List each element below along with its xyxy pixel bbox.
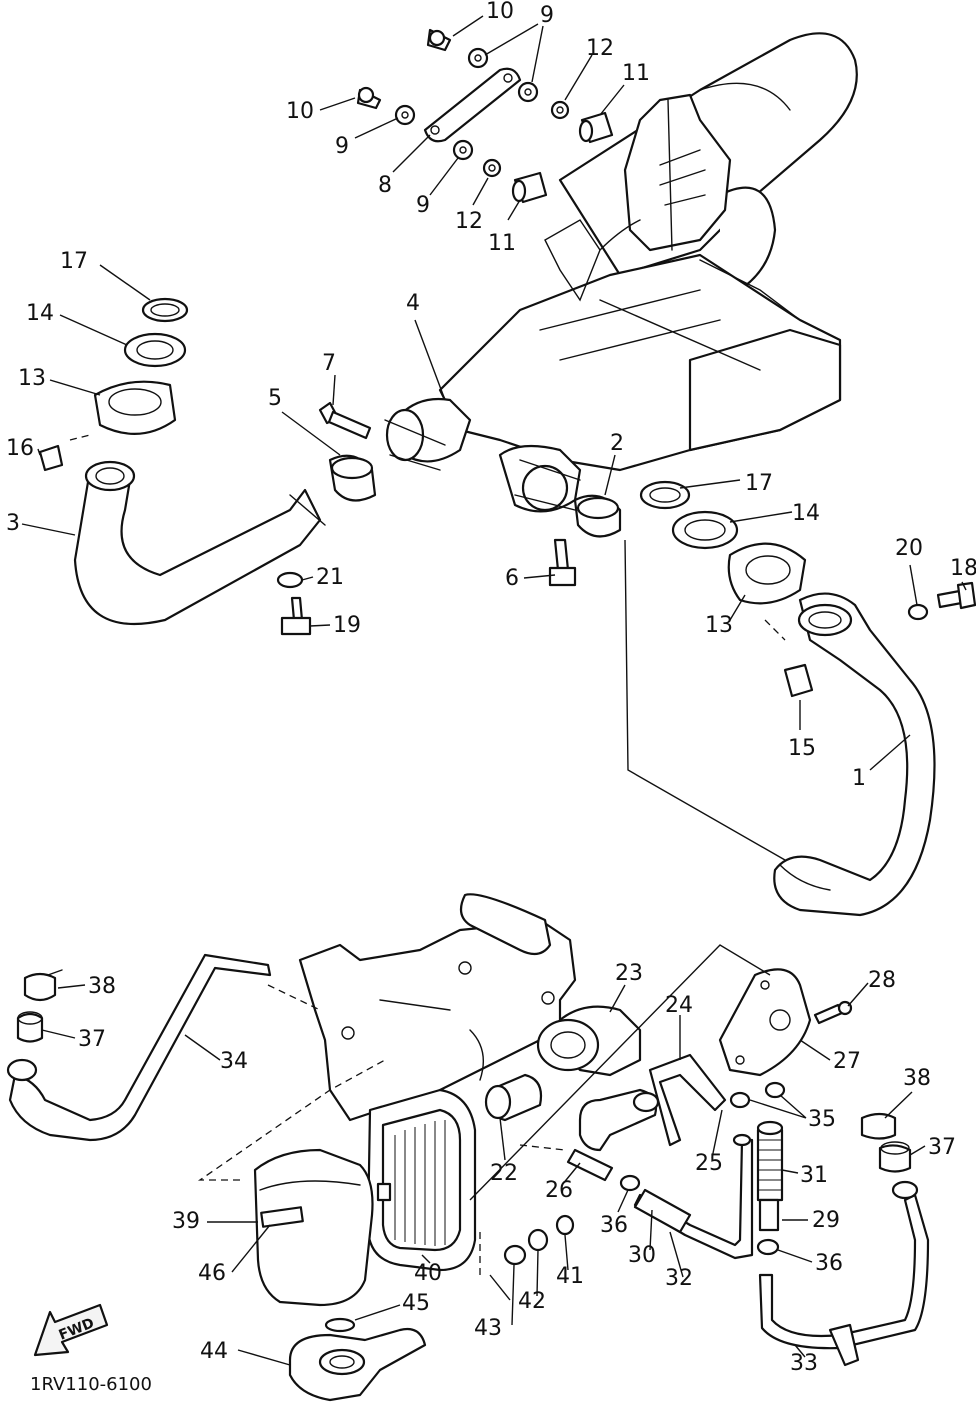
callout-46: 46: [198, 1261, 226, 1286]
callout-31: 31: [800, 1163, 828, 1188]
callout-13a: 13: [18, 366, 46, 391]
callout-6: 6: [505, 566, 519, 591]
callout-19: 19: [333, 613, 361, 638]
collar-37-right: [878, 1141, 912, 1173]
bolt-7: [318, 401, 372, 440]
hardware-upper: [356, 28, 614, 204]
callout-25: 25: [695, 1151, 723, 1176]
callout-17a: 17: [60, 249, 88, 274]
callout-7: 7: [322, 351, 336, 376]
grommets: [503, 1214, 575, 1266]
breather-pipe-left: [6, 953, 272, 1142]
sleeves: [328, 454, 622, 538]
callout-44: 44: [200, 1339, 228, 1364]
forward-arrow: FWD: [33, 1303, 109, 1357]
callout-36b: 36: [815, 1251, 843, 1276]
callout-32: 32: [665, 1266, 693, 1291]
callout-38a: 38: [88, 974, 116, 999]
callout-10a: 10: [486, 0, 514, 24]
callout-18: 18: [950, 556, 976, 581]
callout-1: 1: [852, 766, 866, 791]
callout-14b: 14: [792, 501, 820, 526]
hardware-right: [907, 581, 976, 621]
callout-26: 26: [545, 1178, 573, 1203]
right-flange-set: [639, 480, 814, 698]
hose-clamp-38-right: [860, 1112, 897, 1140]
drawing-code: 1RV110-6100: [30, 1374, 152, 1395]
callout-28: 28: [868, 968, 896, 993]
callout-15: 15: [788, 736, 816, 761]
clamps-36: [619, 1174, 780, 1256]
callout-33: 33: [790, 1351, 818, 1376]
crankcase-cover: [298, 893, 577, 1122]
callout-34: 34: [220, 1049, 248, 1074]
callout-16: 16: [6, 436, 34, 461]
callout-11a: 11: [622, 61, 650, 86]
callout-14a: 14: [26, 301, 54, 326]
callout-8: 8: [378, 173, 392, 198]
callout-5: 5: [268, 386, 282, 411]
callout-9a: 9: [540, 3, 554, 28]
callout-22: 22: [490, 1161, 518, 1186]
joint-22: [484, 1073, 543, 1122]
air-cleaner-cover: [253, 1148, 374, 1307]
callout-37a: 37: [78, 1027, 106, 1052]
callout-21: 21: [316, 565, 344, 590]
breather-pipe-right: [758, 1180, 930, 1367]
bolt-28: [813, 1000, 853, 1025]
chamber-inlet-right: [498, 444, 582, 513]
hose-clamp-38-left: [23, 969, 63, 1002]
bracket-plate: [423, 67, 522, 143]
air-cut-valve: [718, 968, 812, 1077]
callout-2: 2: [610, 431, 624, 456]
callout-12b: 12: [455, 209, 483, 234]
leader-lines: [21, 15, 967, 1366]
callout-9c: 9: [416, 193, 430, 218]
callout-43: 43: [474, 1316, 502, 1341]
callout-35: 35: [808, 1107, 836, 1132]
exhaust-chamber: [438, 219, 842, 472]
clips-35: [729, 1081, 786, 1109]
callout-30: 30: [628, 1243, 656, 1268]
callout-42: 42: [518, 1289, 546, 1314]
callout-29: 29: [812, 1208, 840, 1233]
callout-17b: 17: [745, 471, 773, 496]
drain-hose: [288, 1317, 427, 1402]
callout-39: 39: [172, 1209, 200, 1234]
callout-11b: 11: [488, 231, 516, 256]
bracket-24: [648, 1053, 727, 1147]
callout-23: 23: [615, 961, 643, 986]
reed-valve: [536, 1005, 642, 1077]
callout-9b: 9: [335, 134, 349, 159]
pipe-26: [566, 1148, 614, 1182]
callout-24: 24: [665, 993, 693, 1018]
hose-31: [756, 1120, 784, 1232]
hose-30: [633, 1133, 754, 1260]
hardware-lower-left: [276, 571, 312, 636]
callout-36a: 36: [600, 1213, 628, 1238]
callout-38b: 38: [903, 1066, 931, 1091]
callout-10b: 10: [286, 99, 314, 124]
callout-27: 27: [833, 1049, 861, 1074]
air-filter-element: [366, 1088, 477, 1272]
callout-37b: 37: [928, 1135, 956, 1160]
elbow-hose: [578, 1088, 660, 1152]
chamber-inlet-left: [384, 397, 472, 471]
callout-40: 40: [414, 1261, 442, 1286]
callout-13b: 13: [705, 613, 733, 638]
left-flange-set: [38, 297, 189, 472]
callout-4: 4: [406, 291, 420, 316]
callout-45: 45: [402, 1291, 430, 1316]
collar-37-left: [16, 1011, 44, 1043]
callout-41: 41: [556, 1264, 584, 1289]
exhaust-pipe-left: [73, 460, 326, 626]
callout-12a: 12: [586, 36, 614, 61]
callout-labels: 10 9 10 9 12 11 8 9 12 11 17 14 13 16 3 …: [6, 0, 976, 1376]
callout-3: 3: [6, 511, 20, 536]
bolt-6: [548, 538, 577, 587]
heat-shield: [623, 93, 732, 252]
callout-20: 20: [895, 536, 923, 561]
exhaust-pipe-right: [773, 592, 936, 917]
